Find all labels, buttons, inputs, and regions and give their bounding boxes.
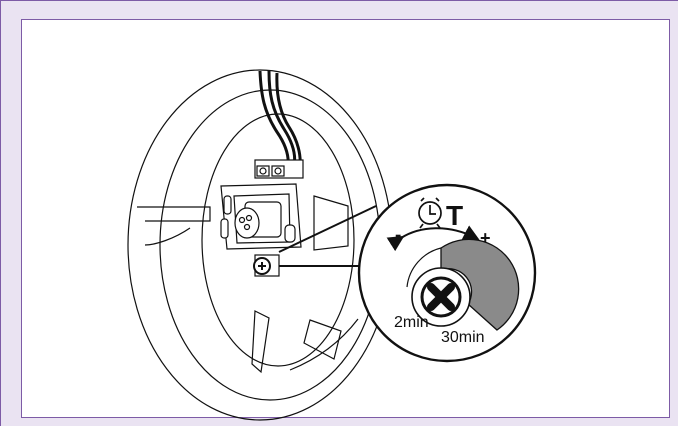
minus-label: - — [395, 225, 401, 246]
curved-arrow-icon — [386, 225, 480, 252]
timer-letter: T — [446, 200, 463, 231]
phillips-screw-icon — [427, 283, 455, 311]
control-board — [220, 183, 302, 250]
outer-frame-left — [0, 0, 1, 426]
detail-leader-lines — [278, 205, 377, 267]
power-cable — [258, 70, 302, 167]
max-time-label: 30min — [441, 329, 485, 346]
magnified-timer-detail: T - + 2min 30min — [357, 183, 537, 363]
min-time-label: 2min — [394, 314, 429, 331]
terminal-block — [254, 159, 304, 179]
board-timer-screw — [253, 254, 280, 277]
outer-frame-top — [0, 0, 678, 1]
plus-label: + — [480, 228, 491, 248]
